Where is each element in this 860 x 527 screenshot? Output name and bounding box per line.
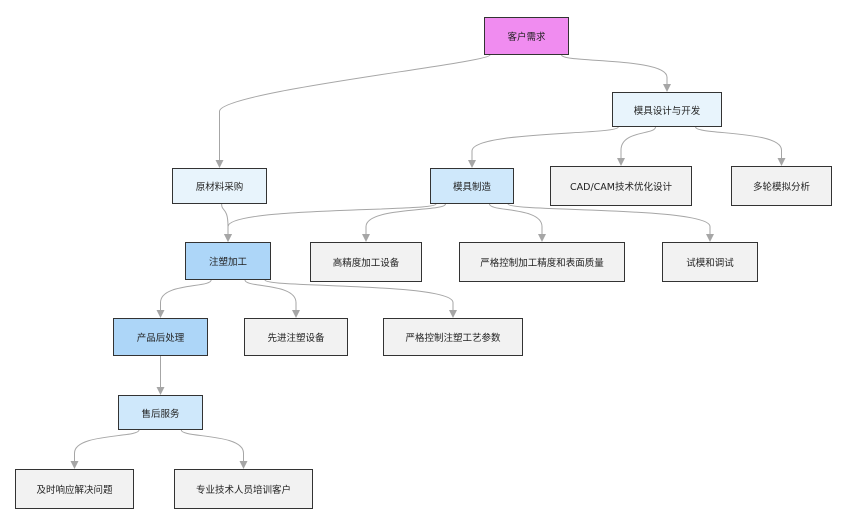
node-after-sales: 售后服务 [118, 395, 203, 430]
edge-mold_making-to-trial_mold [507, 203, 714, 242]
edge-injection-to-advanced_equipment [244, 279, 300, 318]
edge-root-to-mold_design [561, 54, 671, 92]
node-high-precision: 高精度加工设备 [310, 242, 422, 282]
edge-mold_design-to-cad_cam [617, 126, 656, 166]
edge-injection-to-strict_params [264, 279, 457, 318]
node-customer-demand: 客户需求 [484, 17, 569, 55]
edge-after_sales-to-timely_response [70, 429, 140, 469]
edge-raw_material-to-injection [221, 203, 232, 242]
edge-mold_making-to-high_precision [362, 203, 446, 242]
node-injection: 注塑加工 [185, 242, 271, 280]
node-mold-design: 模具设计与开发 [612, 92, 722, 127]
node-strict-precision: 严格控制加工精度和表面质量 [459, 242, 625, 282]
node-trial-mold: 试模和调试 [662, 242, 758, 282]
node-post-processing: 产品后处理 [113, 318, 208, 356]
edge-root-to-raw_material [215, 54, 491, 168]
node-timely-response: 及时响应解决问题 [15, 469, 134, 509]
node-simulation: 多轮模拟分析 [731, 166, 832, 206]
edge-injection-to-post_processing [156, 279, 212, 318]
edge-mold_design-to-mold_making [468, 126, 619, 168]
node-training: 专业技术人员培训客户 [174, 469, 313, 509]
node-strict-params: 严格控制注塑工艺参数 [383, 318, 523, 356]
node-advanced-equipment: 先进注塑设备 [244, 318, 348, 356]
edge-mold_design-to-simulation [695, 126, 786, 166]
node-raw-material: 原材料采购 [172, 168, 267, 204]
edge-after_sales-to-training [180, 429, 248, 469]
edge-mold_making-to-strict_precision [489, 203, 546, 242]
edge-mold_making-to-injection [224, 203, 437, 242]
node-cad-cam: CAD/CAM技术优化设计 [550, 166, 692, 206]
node-mold-making: 模具制造 [430, 168, 514, 204]
